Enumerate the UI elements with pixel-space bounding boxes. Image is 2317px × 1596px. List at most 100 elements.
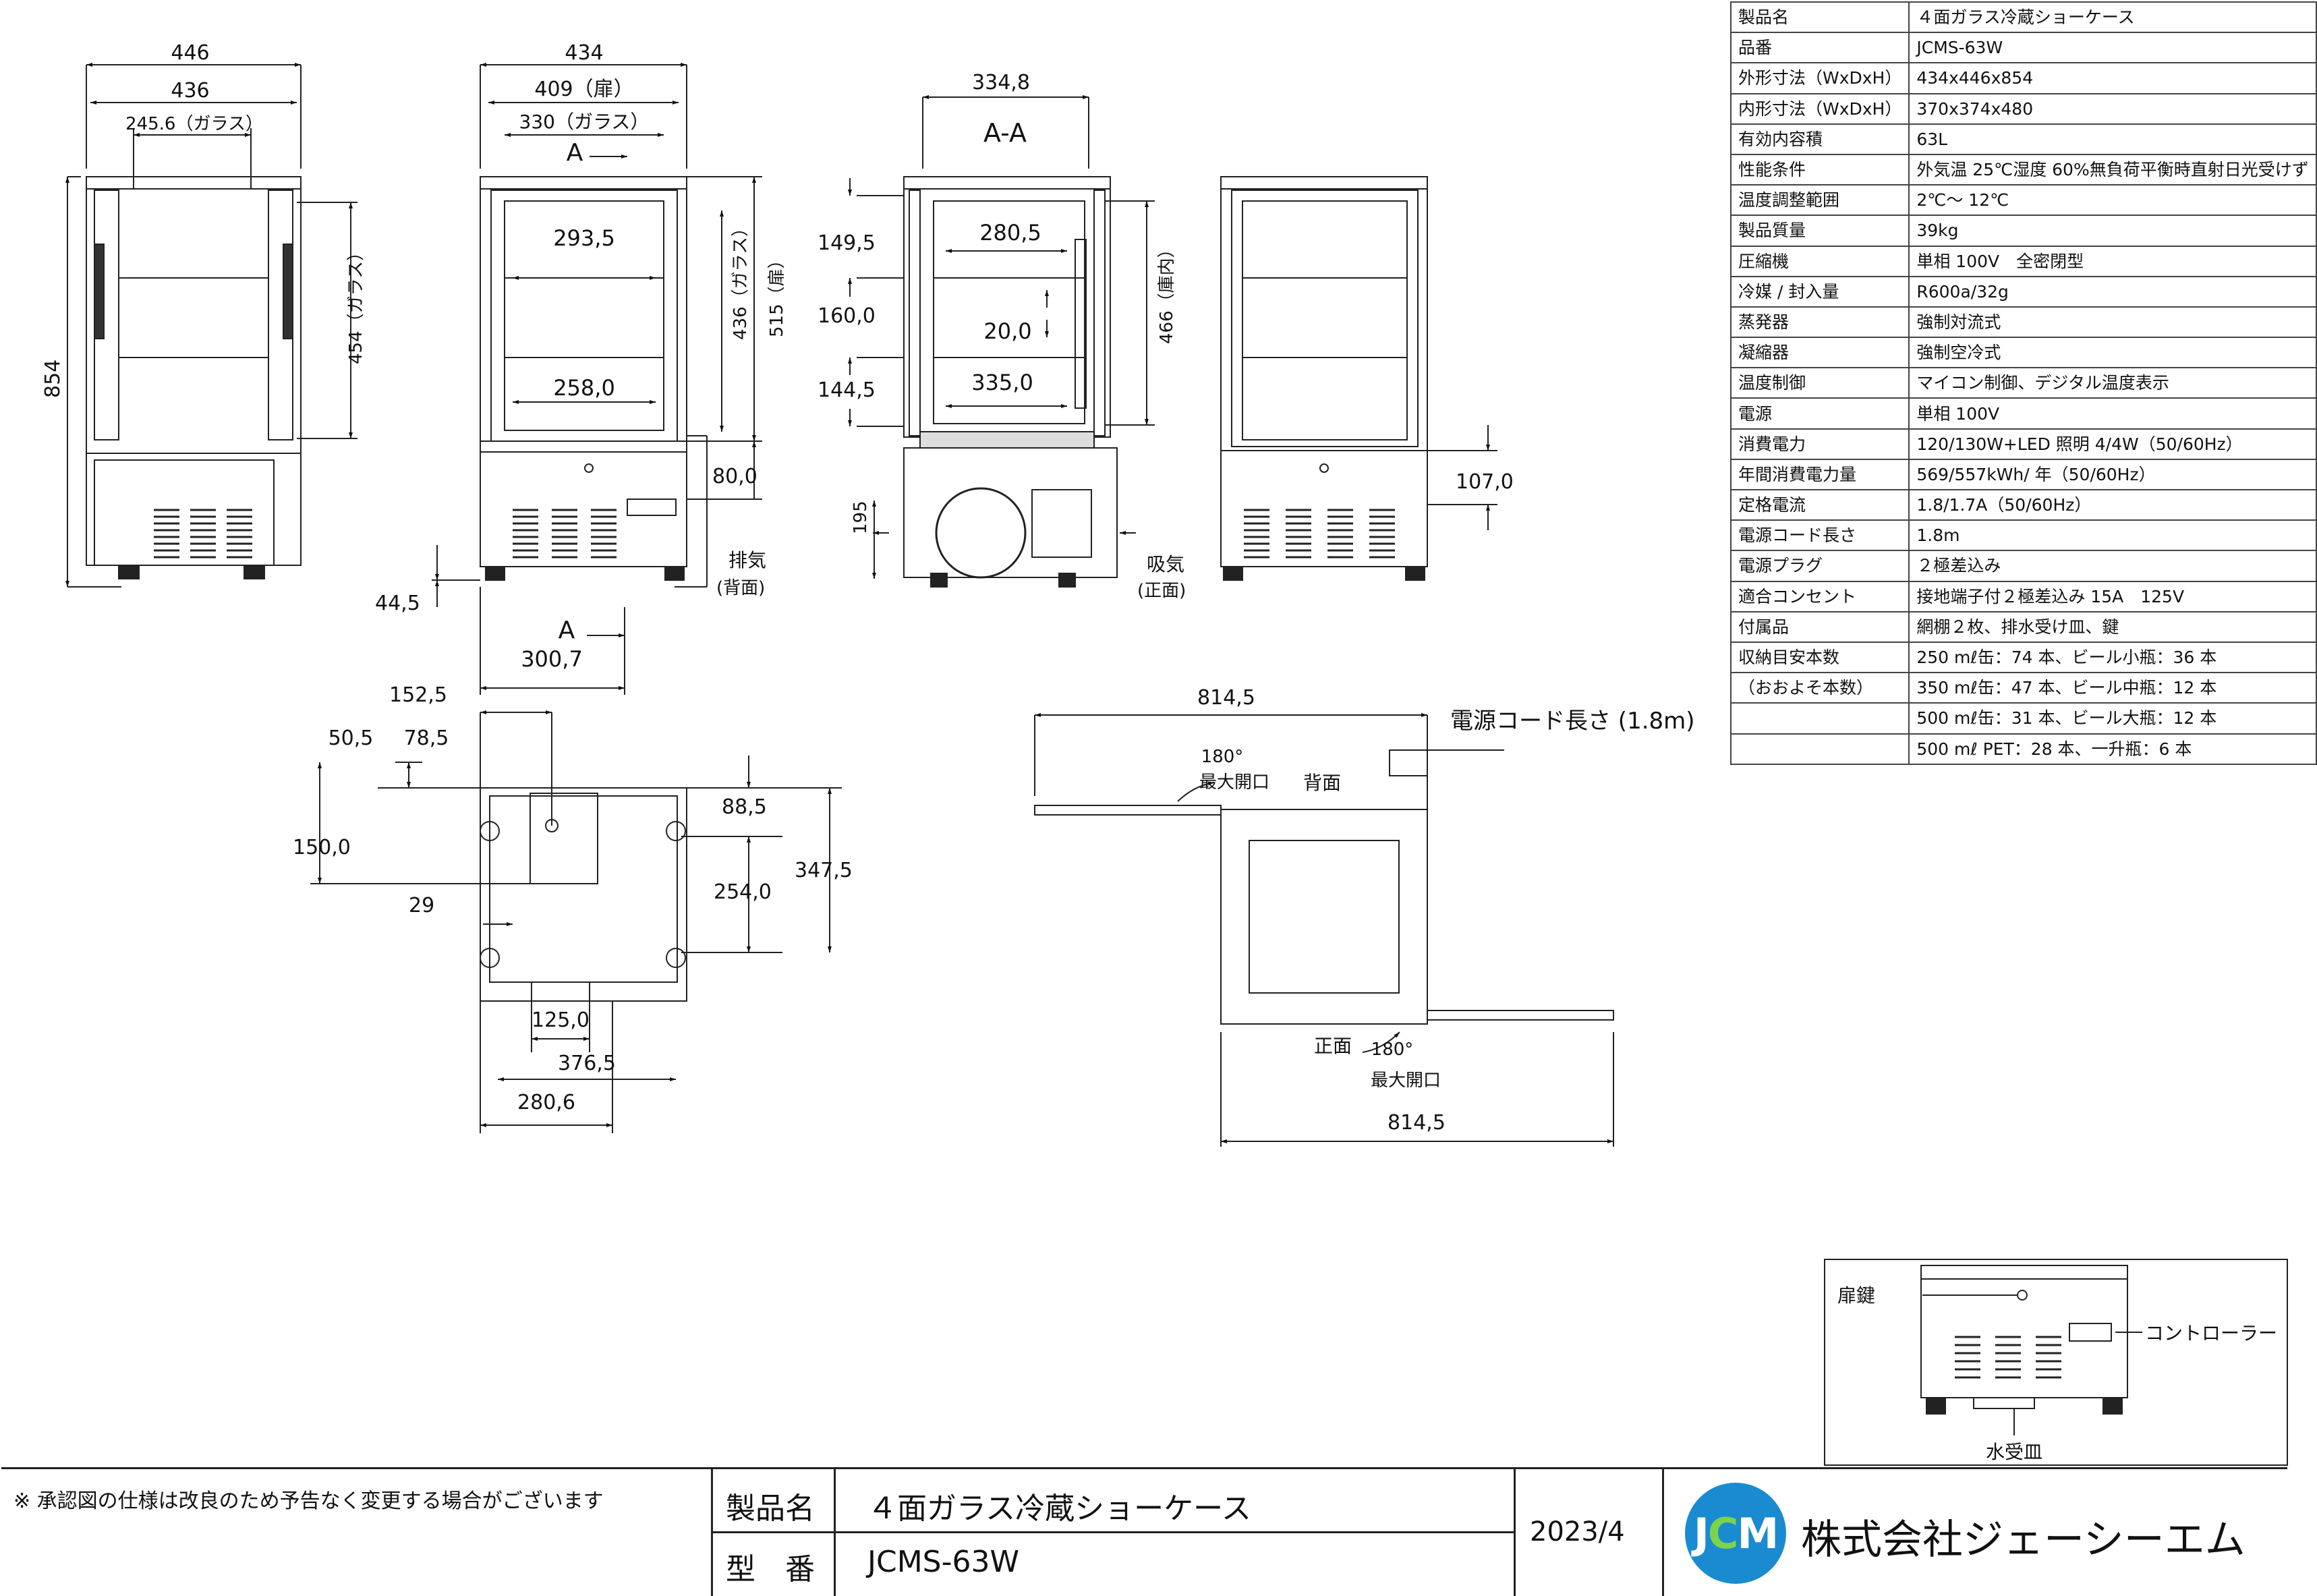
section-mark-top: A xyxy=(567,139,583,167)
spec-row: 500 mℓ PET：28 本、一升瓶：6 本 xyxy=(1729,733,2317,765)
spec-row: 適合コンセント接地端子付２極差込み 15A 125V xyxy=(1729,580,2317,612)
spec-key xyxy=(1729,702,1910,735)
section-a-a xyxy=(848,95,1155,588)
side-glass-width: 245.6（ガラス） xyxy=(125,114,263,134)
top-width-2: 814,5 xyxy=(1388,1111,1446,1135)
exhaust-sublabel: (背面) xyxy=(716,578,765,598)
spec-key: 定格電流 xyxy=(1729,488,1910,521)
section-title: A-A xyxy=(983,118,1027,148)
spec-value: R600a/32g xyxy=(1908,275,2317,308)
spec-key: 圧縮機 xyxy=(1729,245,1910,277)
front-view xyxy=(432,63,762,695)
spec-key: 蒸発器 xyxy=(1729,306,1910,339)
max-opening-2: 最大開口 xyxy=(1371,1071,1441,1091)
spec-key: 製品名 xyxy=(1729,1,1910,34)
spec-value: 250 mℓ缶：74 本、ビール小瓶：36 本 xyxy=(1908,641,2317,674)
spec-key: 温度制御 xyxy=(1729,367,1910,399)
spec-value: 370x374x480 xyxy=(1908,92,2317,125)
side-view xyxy=(65,63,357,588)
spec-key: 温度調整範囲 xyxy=(1729,184,1910,217)
spec-key: 内形寸法（WxDxH） xyxy=(1729,92,1910,125)
max-opening-1: 最大開口 xyxy=(1199,772,1269,793)
spec-value: 63L xyxy=(1908,123,2317,155)
spec-value: 1.8/1.7A（50/60Hz） xyxy=(1908,488,2317,521)
front-door-height: 515（扉） xyxy=(767,251,787,337)
spec-row: 温度制御マイコン制御、デジタル温度表示 xyxy=(1729,367,2317,399)
detail-drip-tray: 水受皿 xyxy=(1986,1441,2042,1463)
side-glass-height: 454（ガラス） xyxy=(346,244,366,364)
bottom-376: 376,5 xyxy=(558,1052,616,1075)
section-inner-height: 466（庫内） xyxy=(1157,240,1177,344)
bottom-78: 78,5 xyxy=(404,726,449,750)
back-side-label: 背面 xyxy=(1303,772,1341,794)
spec-value: 39kg xyxy=(1908,215,2317,247)
spec-key: 有効内容積 xyxy=(1729,123,1910,155)
spec-row: 蒸発器強制対流式 xyxy=(1729,306,2317,339)
spec-key: 電源 xyxy=(1729,397,1910,430)
bottom-152: 152,5 xyxy=(389,683,447,707)
overall-height: 854 xyxy=(41,360,65,398)
spec-key: 適合コンセント xyxy=(1729,580,1910,612)
spec-row: 凝縮器強制空冷式 xyxy=(1729,337,2317,369)
section-149: 149,5 xyxy=(818,231,876,255)
bottom-150: 150,0 xyxy=(293,836,351,859)
spec-key: 電源コード長さ xyxy=(1729,519,1910,552)
back-base-height: 107,0 xyxy=(1456,470,1514,494)
spec-value: 434x446x854 xyxy=(1908,62,2317,94)
section-144: 144,5 xyxy=(818,378,876,402)
issue-date: 2023/4 xyxy=(1530,1516,1625,1547)
spec-value: 接地端子付２極差込み 15A 125V xyxy=(1908,580,2317,612)
spec-key: 品番 xyxy=(1729,32,1910,64)
spec-value: マイコン制御、デジタル温度表示 xyxy=(1908,367,2317,399)
intake-sublabel: (正面) xyxy=(1137,581,1186,601)
intake-label: 吸気 xyxy=(1147,553,1184,575)
spec-value: 外気温 25℃湿度 60%無負荷平衡時直射日光受けず xyxy=(1908,153,2317,186)
bottom-50: 50,5 xyxy=(328,726,374,750)
spec-key xyxy=(1729,733,1910,765)
spec-value: 500 mℓ PET：28 本、一升瓶：6 本 xyxy=(1908,733,2317,765)
side-width: 446 xyxy=(171,41,209,65)
spec-value: 単相 100V xyxy=(1908,397,2317,430)
model-label: 型 番 xyxy=(726,1552,815,1587)
spec-value: ４面ガラス冷蔵ショーケース xyxy=(1908,1,2317,34)
section-160: 160,0 xyxy=(818,304,876,328)
spec-row: 付属品網棚２枚、排水受け皿、鍵 xyxy=(1729,610,2317,643)
base-height: 80,0 xyxy=(712,465,757,488)
spec-row: 圧縮機単相 100V 全密閉型 xyxy=(1729,245,2317,277)
bottom-254: 254,0 xyxy=(714,880,772,904)
spec-value: 強制対流式 xyxy=(1908,306,2317,339)
spec-key: 外形寸法（WxDxH） xyxy=(1729,62,1910,94)
spec-row: 外形寸法（WxDxH）434x446x854 xyxy=(1729,62,2317,94)
front-side-label: 正面 xyxy=(1314,1035,1352,1057)
spec-row: 性能条件外気温 25℃湿度 60%無負荷平衡時直射日光受けず xyxy=(1729,153,2317,186)
shelf-width-1: 293,5 xyxy=(553,225,615,251)
bottom-347: 347,5 xyxy=(795,859,853,882)
bottom-280: 280,6 xyxy=(517,1091,575,1114)
spec-row: 内形寸法（WxDxH）370x374x480 xyxy=(1729,92,2317,125)
spec-value: ２極差込み xyxy=(1908,550,2317,582)
front-glass-width: 330（ガラス） xyxy=(519,111,650,133)
spec-key: 凝縮器 xyxy=(1729,337,1910,369)
section-20: 20,0 xyxy=(983,318,1031,344)
model-value: JCMS-63W xyxy=(867,1545,1019,1579)
section-280: 280,5 xyxy=(979,220,1041,246)
shelf-width-2: 258,0 xyxy=(553,375,615,401)
depth-dim: 300,7 xyxy=(521,646,583,672)
company-name: 株式会社ジェーシーエム xyxy=(1801,1516,2246,1564)
product-name-value: ４面ガラス冷蔵ショーケース xyxy=(867,1491,1251,1526)
spec-value: 120/130W+LED 照明 4/4W（50/60Hz） xyxy=(1908,428,2317,460)
cord-length: 電源コード長さ (1.8m) xyxy=(1450,708,1695,735)
spec-value: 強制空冷式 xyxy=(1908,337,2317,369)
spec-value: JCMS-63W xyxy=(1908,32,2317,64)
side-inner-width: 436 xyxy=(171,79,209,103)
section-width: 334,8 xyxy=(972,71,1030,94)
spec-key: 付属品 xyxy=(1729,610,1910,643)
